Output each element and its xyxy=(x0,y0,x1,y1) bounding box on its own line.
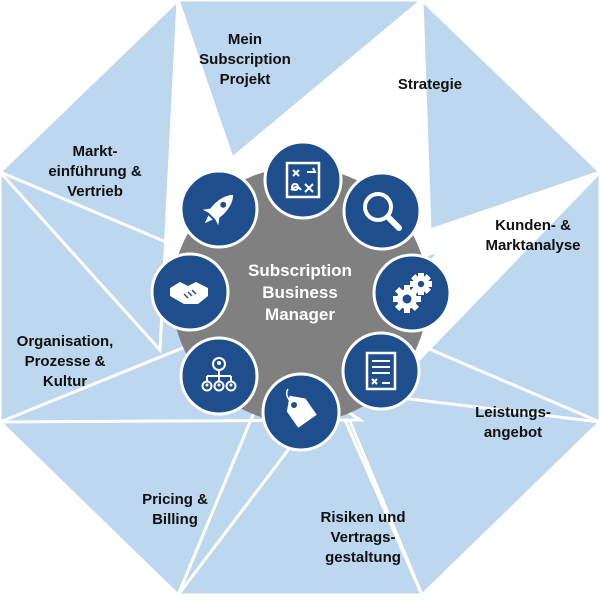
segment-label-pricing-billing: Pricing & Billing xyxy=(110,490,240,530)
org-chart-icon xyxy=(201,357,237,392)
segment-label-marktfuehrung-vertrieb: Markt- einführung & Vertrieb xyxy=(30,142,160,202)
segment-fold-line xyxy=(0,170,186,252)
segment-label-strategie: Strategie xyxy=(375,75,485,95)
label-line: Organisation, xyxy=(16,333,114,350)
center-title-line: Manager xyxy=(265,305,335,324)
segment-fold-line xyxy=(343,419,424,596)
label-line: gestaltung xyxy=(325,549,401,566)
icon-circle xyxy=(341,331,421,411)
contract-document-icon xyxy=(365,351,397,391)
handshake-icon xyxy=(170,282,208,304)
label-line: Marktanalyse xyxy=(485,237,581,254)
label-line: Mein xyxy=(227,31,263,48)
rocket-badge xyxy=(179,169,259,249)
segment-fold-line xyxy=(176,409,257,596)
center-title-line: Subscription xyxy=(248,261,352,280)
segment-marktfuehrung-vertrieb xyxy=(0,0,180,354)
gears-badge xyxy=(372,253,452,333)
label-line: Vertrieb xyxy=(67,183,123,200)
icon-circle xyxy=(342,171,422,251)
org-chart-badge xyxy=(179,336,259,416)
handshake-badge xyxy=(150,252,230,332)
label-line: Projekt xyxy=(219,71,271,88)
segment-label-leistungsangebot: Leistungs- angebot xyxy=(448,403,578,443)
magnifier-icon xyxy=(363,192,402,231)
label-line: Pricing & xyxy=(142,491,208,508)
price-tag-badge xyxy=(261,372,341,452)
strategy-board-badge xyxy=(263,140,343,220)
label-line: Kultur xyxy=(42,373,88,390)
segment-label-kunden-marktanalyse: Kunden- & Marktanalyse xyxy=(468,216,598,256)
segment-label-mein-subscription-projekt: Mein Subscription Projekt xyxy=(180,30,310,90)
label-line: Billing xyxy=(152,511,198,528)
segment-label-organisation-prozesse-kultur: Organisation, Prozesse & Kultur xyxy=(0,332,130,392)
segment-strategie xyxy=(420,0,600,233)
segment-fold-line xyxy=(409,170,600,257)
segment-label-risiken-vertragsgestaltung: Risiken und Vertrags- gestaltung xyxy=(298,508,428,568)
label-line: einführung & xyxy=(48,163,142,180)
rocket-icon xyxy=(202,194,234,226)
segment-fold-line xyxy=(328,0,424,196)
label-line: Kunden- & xyxy=(495,217,571,234)
segment-fold-line xyxy=(419,343,600,424)
label-line: Leistungs- xyxy=(475,404,551,421)
price-tag-icon xyxy=(285,388,317,428)
magnifier-badge xyxy=(342,171,422,251)
segment-fold-line xyxy=(0,343,191,424)
center-title: Subscription Business Manager xyxy=(220,260,380,326)
strategy-board-icon xyxy=(285,161,321,199)
label-line: Risiken und xyxy=(320,509,406,526)
center-title-line: Business xyxy=(262,283,338,302)
icon-circle xyxy=(263,140,343,220)
label-line: Subscription xyxy=(199,51,291,68)
label-line: Vertrags- xyxy=(330,529,396,546)
gears-icon xyxy=(393,273,432,313)
label-line: Strategie xyxy=(397,76,463,93)
label-line: Prozesse & xyxy=(24,353,106,370)
label-line: Markt- xyxy=(72,143,118,160)
label-line: angebot xyxy=(483,424,543,441)
contract-document-badge xyxy=(341,331,421,411)
